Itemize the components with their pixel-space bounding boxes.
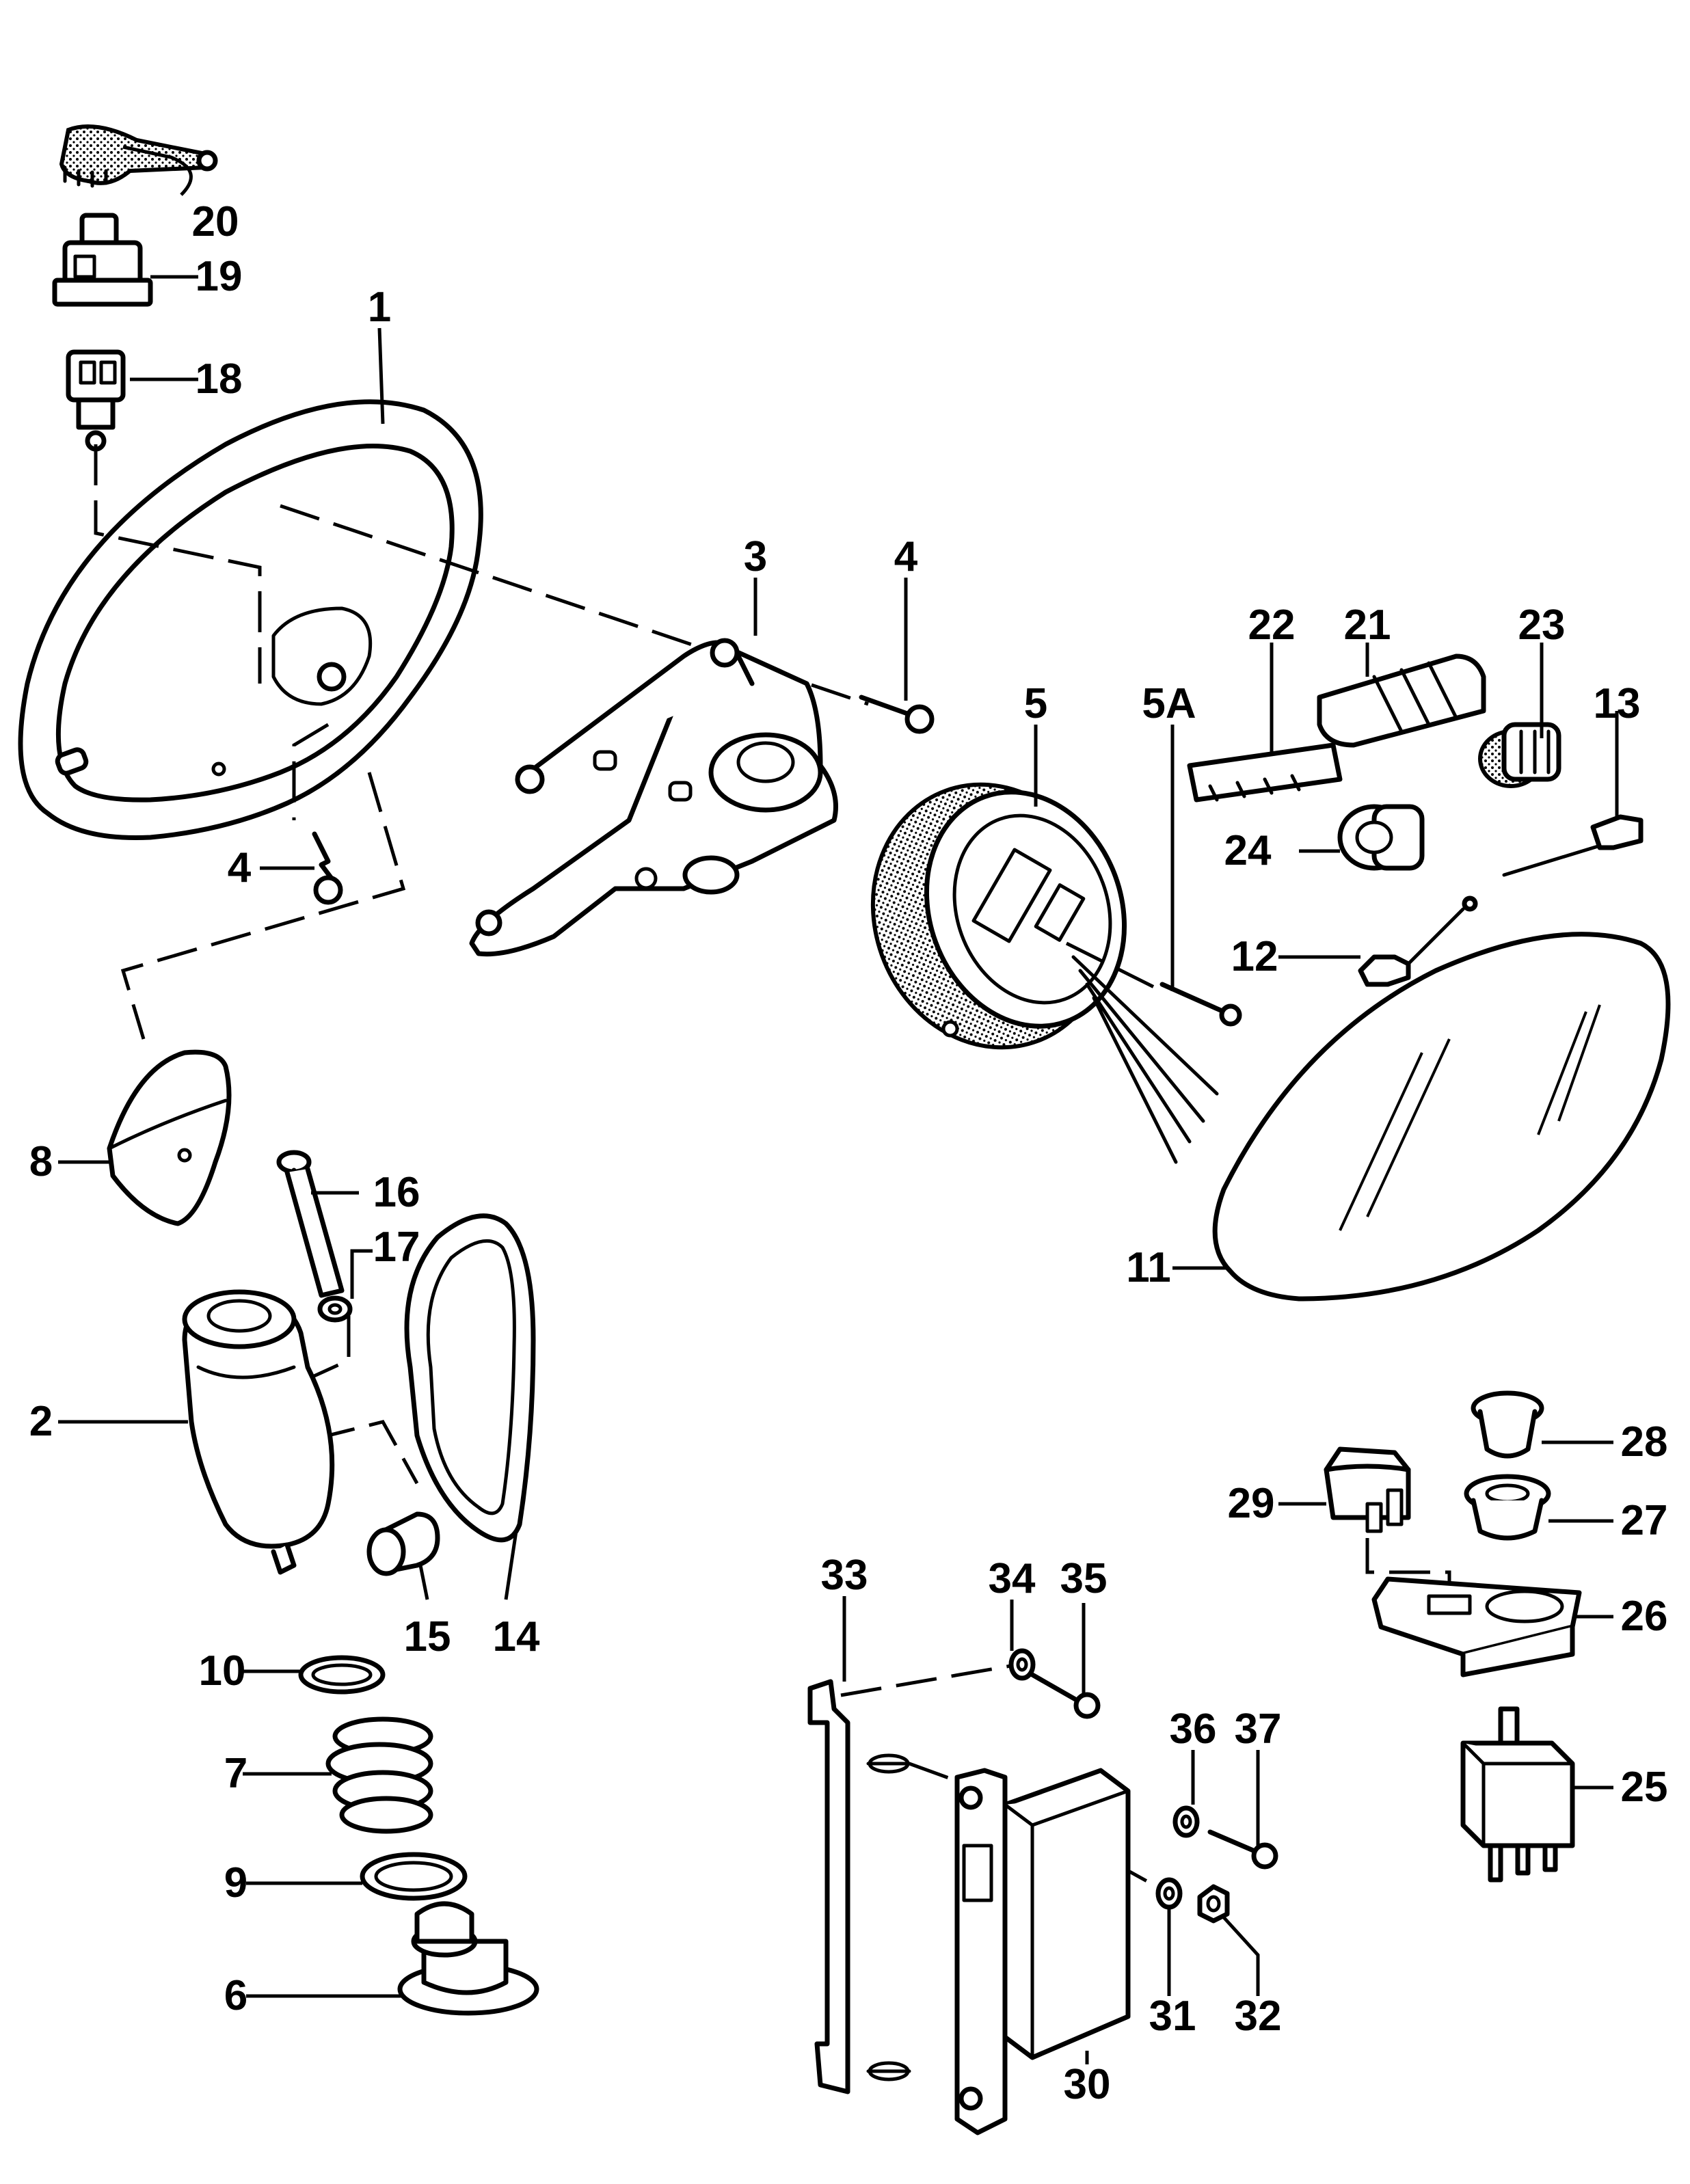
callout-27: 27 [1620,1497,1668,1544]
callout-leaders [58,145,1619,2064]
callout-14: 14 [492,1613,540,1660]
callout-20: 20 [191,198,239,245]
part-14-seal [404,1213,536,1543]
part-5a-assembly-line [1065,941,1164,993]
part-33-bracket [807,1679,911,2094]
callout-8: 8 [29,1138,53,1185]
part-4-8-assembly-line [120,723,406,1040]
callout-31: 31 [1149,1993,1196,2040]
callout-36: 36 [1169,1706,1217,1753]
callout-10: 10 [198,1647,246,1695]
part-31-washer [1155,1877,1183,1910]
part-26-mounting-bracket [1371,1576,1582,1677]
callout-32: 32 [1234,1993,1282,2040]
callout-22: 22 [1248,602,1296,649]
callout-2: 2 [29,1398,53,1445]
callout-26: 26 [1620,1593,1668,1640]
part-18-bulb-socket [66,349,126,452]
part-4-screw-upper [859,695,935,734]
part-22-connector-strip [1187,742,1343,803]
callout-4-lower: 4 [227,844,252,891]
part-19-sensor [52,213,153,307]
callout-13: 13 [1593,680,1641,727]
callout-11: 11 [1126,1244,1171,1291]
callout-7: 7 [224,1750,248,1797]
part-30-control-unit [954,1768,1131,2135]
part-11-mirror-glass [1212,932,1671,1302]
callout-5: 5 [1023,680,1048,727]
callout-35: 35 [1060,1555,1108,1602]
callout-34: 34 [988,1555,1036,1602]
callout-25: 25 [1620,1764,1668,1811]
part-32-nut [1197,1884,1230,1924]
part-10-retaining-ring [298,1655,386,1695]
callout-5a: 5A [1142,680,1196,727]
callout-9: 9 [224,1859,248,1906]
callout-6: 6 [224,1972,248,2019]
part-2-mirror-arm [182,1289,335,1575]
part-27-grommet [1464,1474,1551,1541]
part-36-nut [1172,1805,1200,1838]
callout-1: 1 [367,284,392,331]
part-34-washer [1008,1648,1036,1681]
callout-4-upper: 4 [894,533,918,580]
part-20-cable-connector [59,124,218,188]
part-37-screw [1207,1829,1278,1870]
part-29-switch [1324,1446,1411,1533]
callout-18: 18 [195,355,243,403]
callout-24: 24 [1224,827,1272,874]
callout-30: 30 [1063,2061,1111,2108]
callout-37: 37 [1234,1706,1282,1753]
part-9-ring [360,1852,468,1901]
callout-16: 16 [373,1169,420,1216]
part-3-mirror-bracket [469,638,838,957]
part-12-terminal [1358,895,1478,987]
callout-23: 23 [1518,602,1566,649]
part-13-terminal [1502,814,1644,877]
part-24-plug [1337,804,1425,871]
part-8-housing-cap [107,1049,232,1226]
callout-29: 29 [1227,1480,1275,1527]
callout-3: 3 [743,533,768,580]
part-15-bushing [366,1511,440,1576]
callout-15: 15 [403,1613,451,1660]
part-1-mirror-housing [18,399,483,841]
part-23-round-connector [1478,722,1561,788]
callout-12: 12 [1231,933,1278,980]
part-16-bolt [276,1150,345,1298]
part-21-connector-housing [1317,653,1486,748]
callout-33: 33 [820,1552,868,1599]
part-35-screw [1030,1672,1101,1719]
part-34-assembly-line [840,1662,1019,1697]
part-17-washer [317,1295,353,1323]
part-18-assembly-line [94,444,262,684]
part-28-cap [1471,1390,1544,1459]
part-4-screw-lower [312,831,343,905]
part-6-pivot [397,1901,539,2016]
callout-17: 17 [373,1224,420,1271]
part-15-17-assembly-line [271,1316,419,1485]
callout-19: 19 [195,253,243,300]
part-5-mirror-motor [870,782,1219,1164]
part-25-relay [1460,1706,1575,1883]
callout-21: 21 [1343,602,1391,649]
callout-28: 28 [1620,1418,1668,1466]
part-7-spring [325,1716,433,1834]
